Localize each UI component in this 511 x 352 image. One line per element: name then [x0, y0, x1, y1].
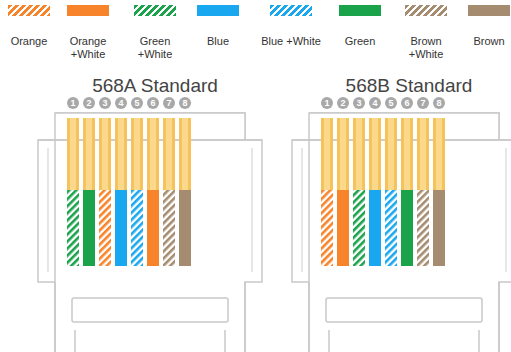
legend-label: Green +White [125, 35, 185, 61]
connector-drawing [284, 72, 511, 352]
legend-label: Green [330, 35, 390, 48]
striped-swatch [134, 5, 176, 16]
pin-number: 1 [321, 97, 333, 109]
wires [321, 118, 445, 266]
legend-label: Blue +White [261, 35, 321, 48]
pin-circles [321, 97, 445, 109]
standard-heading: 568B Standard [284, 72, 511, 98]
plug-outline [38, 113, 262, 352]
pin-number: 6 [401, 97, 413, 109]
striped-swatch [8, 5, 50, 16]
legend-label: Orange [0, 35, 59, 48]
plug-outline [292, 113, 511, 352]
pin-number: 3 [99, 97, 111, 109]
rj45-connector: 568B Standard [284, 72, 511, 352]
color-swatch [197, 5, 239, 16]
pin-number: 7 [417, 97, 429, 109]
rj45-connector: 568A Standard [30, 72, 280, 352]
striped-swatch [405, 5, 447, 16]
legend-label: Brown [459, 35, 511, 48]
legend-label: Brown +White [396, 35, 456, 61]
pin-number: 1 [67, 97, 79, 109]
pin-number: 2 [83, 97, 95, 109]
pin-number: 8 [433, 97, 445, 109]
legend-label: Orange +White [58, 35, 118, 61]
pin-number: 5 [385, 97, 397, 109]
wires [67, 118, 191, 266]
pin-number: 5 [131, 97, 143, 109]
connector-drawing [30, 72, 280, 352]
color-swatch [468, 5, 510, 16]
pin-number: 4 [115, 97, 127, 109]
pin-number: 7 [163, 97, 175, 109]
standard-heading: 568A Standard [30, 72, 280, 98]
pin-circles [67, 97, 191, 109]
pin-number: 3 [353, 97, 365, 109]
color-swatch [339, 5, 381, 16]
pin-number: 2 [337, 97, 349, 109]
legend-label: Blue [188, 35, 248, 48]
pin-number: 4 [369, 97, 381, 109]
pin-number: 6 [147, 97, 159, 109]
pin-number: 8 [179, 97, 191, 109]
color-swatch [67, 5, 109, 16]
striped-swatch [270, 5, 312, 16]
